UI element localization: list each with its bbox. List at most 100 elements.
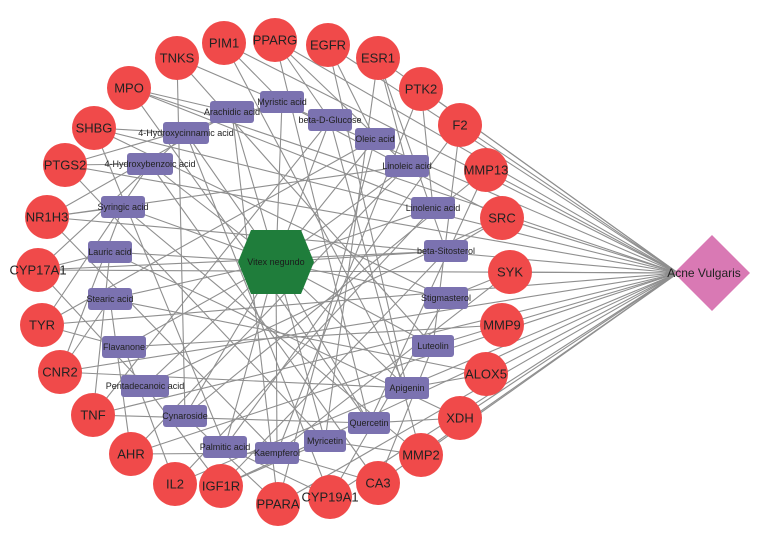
edge-palmitic-shbg (93, 127, 226, 448)
compound-node-apigenin[interactable]: Apigenin (385, 377, 429, 399)
compound-label: Palmitic acid (200, 442, 251, 452)
compound-node-syringic[interactable]: Syringic acid (97, 196, 149, 218)
edge-disease-f2 (459, 124, 679, 274)
target-label: MMP9 (483, 318, 521, 333)
target-node-esr1[interactable]: ESR1 (356, 36, 400, 80)
compound-label: Cynaroside (162, 411, 208, 421)
target-node-igf1r[interactable]: IGF1R (199, 464, 243, 508)
target-circle (38, 350, 82, 394)
compound-node-lauric[interactable]: Lauric acid (88, 241, 132, 263)
target-node-shbg[interactable]: SHBG (72, 106, 116, 150)
compound-label: Apigenin (389, 383, 424, 393)
target-node-cyp17a1[interactable]: CYP17A1 (9, 248, 67, 292)
compound-node-oleic[interactable]: Oleic acid (355, 128, 395, 150)
target-circle (356, 461, 400, 505)
edge-stearic-alox5 (109, 298, 487, 375)
compound-node-kaempferol[interactable]: Kaempferol (254, 442, 300, 464)
compound-node-hydroxycinnamic[interactable]: 4-Hydroxycinnamic acid (138, 122, 234, 144)
compound-node-hydroxybenzoic[interactable]: 4-Hydroxybenzoic acid (104, 153, 196, 175)
compound-node-palmitic[interactable]: Palmitic acid (200, 436, 251, 458)
target-label: SHBG (76, 121, 113, 136)
edge-flavanone-mmp9 (123, 324, 503, 348)
target-node-tyr[interactable]: TYR (20, 303, 64, 347)
compound-box (88, 241, 132, 263)
target-circle (109, 432, 153, 476)
target-circle (464, 148, 508, 192)
edge-hydroxybenzoic-ca3 (149, 163, 379, 484)
target-node-xdh[interactable]: XDH (438, 396, 482, 440)
compound-box (411, 197, 455, 219)
target-circle (107, 66, 151, 110)
compound-box (355, 128, 395, 150)
target-node-mpo[interactable]: MPO (107, 66, 151, 110)
target-circle (43, 143, 87, 187)
edge-lauric-tnf (92, 251, 111, 416)
target-circle (438, 103, 482, 147)
target-node-mmp9[interactable]: MMP9 (480, 303, 524, 347)
target-node-f2[interactable]: F2 (438, 103, 482, 147)
target-circle (488, 250, 532, 294)
target-node-pparg[interactable]: PPARG (253, 18, 298, 62)
compound-box (210, 101, 254, 123)
compound-node-stigmasterol[interactable]: Stigmasterol (421, 287, 471, 309)
compound-node-cynaroside[interactable]: Cynaroside (162, 405, 208, 427)
target-label: TYR (29, 318, 55, 333)
edge-quercetin-tnf (92, 414, 370, 424)
target-node-ptgs2[interactable]: PTGS2 (43, 143, 87, 187)
target-label: PTK2 (405, 82, 438, 97)
target-label: CNR2 (42, 365, 77, 380)
compound-node-glucose[interactable]: beta-D-Glucose (298, 109, 362, 131)
compound-node-quercetin[interactable]: Quercetin (348, 412, 390, 434)
target-node-nr1h3[interactable]: NR1H3 (25, 195, 69, 239)
edge-disease-cnr2 (59, 272, 679, 373)
target-node-tnf[interactable]: TNF (71, 393, 115, 437)
compound-node-myristic[interactable]: Myristic acid (257, 91, 307, 113)
disease-node-acne-vulgaris[interactable]: Acne Vulgaris (667, 235, 750, 311)
target-label: PIM1 (209, 36, 239, 51)
compound-label: Lauric acid (88, 247, 132, 257)
compound-label: Arachidic acid (204, 107, 260, 117)
target-circle (71, 393, 115, 437)
hub-node-vitex-negundo[interactable]: Vitex negundo (238, 230, 314, 294)
compound-node-linolenic[interactable]: Linolenic acid (406, 197, 461, 219)
compound-node-linoleic[interactable]: Linoleic acid (382, 155, 432, 177)
compound-label: beta-D-Glucose (298, 115, 361, 125)
target-node-il2[interactable]: IL2 (153, 462, 197, 506)
edge-disease-pim1 (223, 42, 679, 274)
target-node-cyp19a1[interactable]: CYP19A1 (301, 475, 359, 519)
target-node-ppara[interactable]: PPARA (256, 482, 300, 526)
target-node-ptk2[interactable]: PTK2 (399, 67, 443, 111)
target-node-src[interactable]: SRC (480, 196, 524, 240)
target-label: CA3 (365, 476, 390, 491)
compound-node-sitosterol[interactable]: beta-Sitosterol (417, 240, 475, 262)
compound-node-flavanone[interactable]: Flavanone (102, 336, 146, 358)
compound-box (121, 375, 169, 397)
compound-node-stearic[interactable]: Stearic acid (86, 288, 134, 310)
compound-node-arachidic[interactable]: Arachidic acid (204, 101, 260, 123)
target-node-ca3[interactable]: CA3 (356, 461, 400, 505)
target-label: CYP19A1 (301, 490, 358, 505)
target-node-alox5[interactable]: ALOX5 (464, 352, 508, 396)
edge-disease-src (501, 217, 679, 274)
target-node-mmp13[interactable]: MMP13 (464, 148, 509, 192)
compound-node-myricetin[interactable]: Myricetin (304, 430, 346, 452)
compound-node-luteolin[interactable]: Luteolin (412, 335, 454, 357)
target-label: IGF1R (202, 479, 240, 494)
target-node-ahr[interactable]: AHR (109, 432, 153, 476)
target-circle (72, 106, 116, 150)
edge-pentadecanoic-cyp17a1 (37, 269, 146, 387)
compound-node-pentadecanoic[interactable]: Pentadecanoic acid (106, 375, 185, 397)
target-node-mmp2[interactable]: MMP2 (399, 433, 443, 477)
target-node-pim1[interactable]: PIM1 (202, 21, 246, 65)
edge-glucose-mmp2 (329, 119, 422, 456)
compound-box (88, 288, 132, 310)
compound-box (412, 335, 454, 357)
target-node-syk[interactable]: SYK (488, 250, 532, 294)
target-node-egfr[interactable]: EGFR (306, 23, 350, 67)
target-node-tnks[interactable]: TNKS (155, 36, 199, 80)
compound-label: Linoleic acid (382, 161, 432, 171)
target-node-cnr2[interactable]: CNR2 (38, 350, 82, 394)
target-label: EGFR (310, 38, 346, 53)
target-circle (25, 195, 69, 239)
compound-label: Pentadecanoic acid (106, 381, 185, 391)
